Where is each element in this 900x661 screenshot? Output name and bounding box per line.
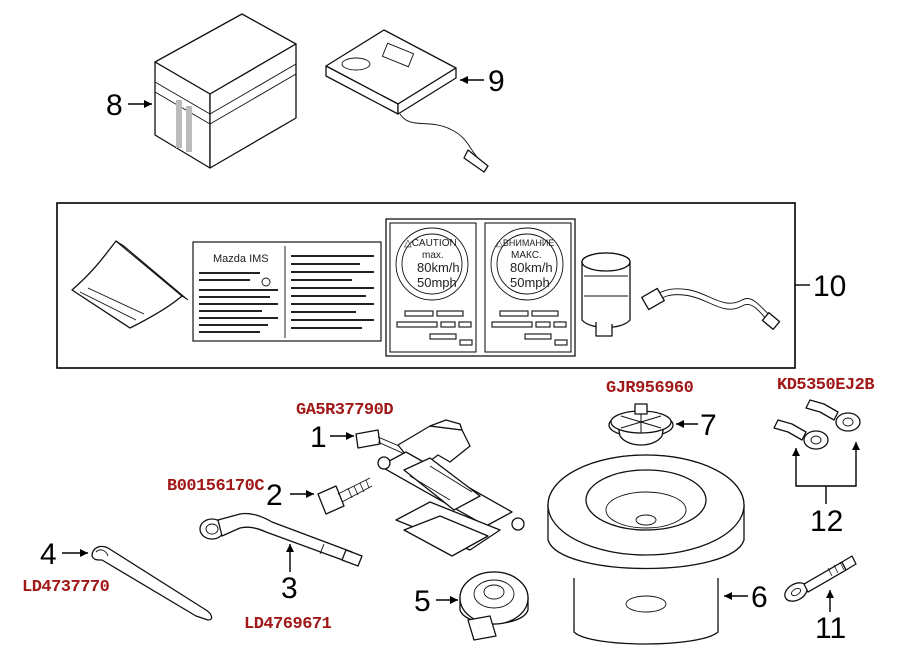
caution-ru-text: △ВНИМАНИЕ xyxy=(496,238,554,248)
callout-12: 12 xyxy=(810,505,843,538)
kit-hose xyxy=(641,287,781,330)
callout-3: 3 xyxy=(281,572,298,605)
part-1-jack xyxy=(355,419,525,557)
kit-sealant-bottle xyxy=(581,252,631,337)
callout-6: 6 xyxy=(751,581,768,614)
part-3-lug-wrench xyxy=(199,512,363,567)
caution-en-text: △CAUTION xyxy=(404,238,457,249)
callout-1: 1 xyxy=(310,421,327,454)
speed-mph-ru-text: 50mph xyxy=(510,275,550,290)
part-8-box xyxy=(154,13,297,169)
speed-kmh-en-text: 80km/h xyxy=(417,260,460,275)
speed-mph-en-text: 50mph xyxy=(417,275,457,290)
part-12-eye-bolts xyxy=(773,399,861,450)
part-6-spare-tire xyxy=(547,454,745,645)
callout-9: 9 xyxy=(488,65,505,98)
callout-4: 4 xyxy=(40,538,57,571)
part-number-7: GJR956960 xyxy=(606,379,694,398)
part-number-12: KD5350EJ2B xyxy=(777,376,874,395)
part-2-bolt xyxy=(317,477,373,515)
part-number-1: GA5R37790D xyxy=(296,401,393,420)
callout-5: 5 xyxy=(414,585,431,618)
callout-8: 8 xyxy=(106,89,123,122)
max-ru-text: МАКС. xyxy=(511,250,542,261)
kit-booklet xyxy=(71,240,189,329)
speed-kmh-ru-text: 80km/h xyxy=(510,260,553,275)
part-9-compressor xyxy=(325,29,489,173)
manual-title: Mazda IMS xyxy=(213,253,269,265)
part-7-wing-nut xyxy=(608,403,674,446)
callout-11: 11 xyxy=(815,612,846,645)
part-11-eye-bolt xyxy=(784,555,857,602)
kit-manual-sheet: Mazda IMS xyxy=(192,241,382,342)
part-5-holder xyxy=(459,571,529,641)
part-number-2: B00156170C xyxy=(167,477,264,496)
max-en-text: max. xyxy=(422,250,444,261)
part-number-4: LD4737770 xyxy=(22,578,110,597)
kit-speed-labels: △CAUTION max. 80km/h 50mph △ВНИМАНИЕ МАК… xyxy=(385,218,576,357)
callout-10: 10 xyxy=(813,270,846,303)
leader-12 xyxy=(795,442,857,487)
callout-2: 2 xyxy=(266,479,283,512)
part-number-3: LD4769671 xyxy=(244,615,332,634)
callout-7: 7 xyxy=(700,409,717,442)
part-4-hook-bar xyxy=(91,545,213,621)
